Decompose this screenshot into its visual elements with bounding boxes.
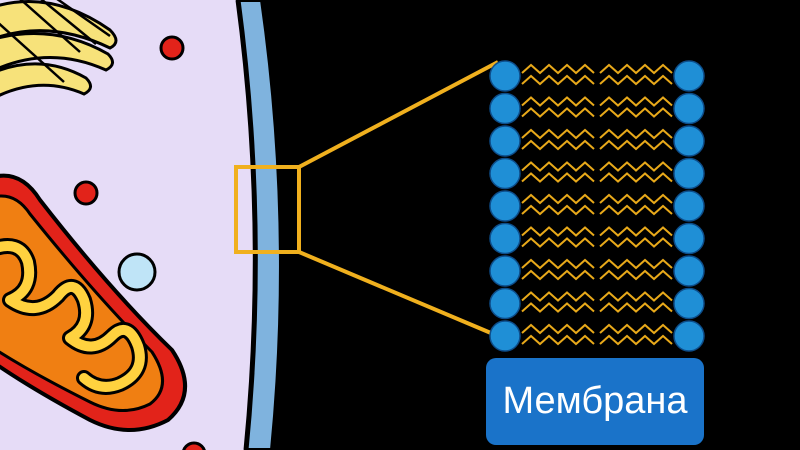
zoom-connector-bottom xyxy=(298,250,499,338)
phospholipid-head xyxy=(489,125,521,157)
lipid-tail xyxy=(599,161,673,172)
phospholipid-head xyxy=(673,287,705,320)
lipid-tail xyxy=(599,323,673,335)
lipid-tail xyxy=(521,193,595,205)
lipid-tail xyxy=(521,323,595,335)
membrane-label-text: Мембрана xyxy=(502,380,688,422)
lipid-tail xyxy=(599,204,673,216)
lipid-tail xyxy=(599,237,673,248)
lipid-tail xyxy=(599,172,673,183)
mitochondrion xyxy=(0,173,187,432)
phospholipid-head xyxy=(673,320,705,352)
lipid-tail xyxy=(599,302,673,313)
phospholipid-head xyxy=(673,222,705,255)
phospholipid-head xyxy=(673,60,705,92)
lipid-tail xyxy=(521,258,595,270)
lipid-tail xyxy=(521,172,595,183)
lipid-tail xyxy=(521,74,595,86)
phospholipid-head xyxy=(489,92,521,125)
vesicle-red xyxy=(73,180,99,206)
lipid-tail xyxy=(599,334,673,346)
lipid-tail xyxy=(599,258,673,270)
vesicle-red xyxy=(182,441,206,450)
phospholipid-head xyxy=(673,255,705,287)
lipid-tail xyxy=(599,226,673,237)
lipid-tail xyxy=(599,74,673,86)
lipid-tail xyxy=(521,226,595,237)
phospholipid-head xyxy=(673,190,705,222)
lipid-tail xyxy=(599,63,673,75)
vesicle-blue xyxy=(117,252,157,292)
lipid-tail xyxy=(521,63,595,75)
lipid-tail xyxy=(599,269,673,281)
lipid-tail xyxy=(599,139,673,151)
lipid-tail xyxy=(599,107,673,118)
vesicle-red xyxy=(159,35,185,61)
membrane-label: Мембрана xyxy=(486,358,704,445)
zoom-connector-top xyxy=(298,60,499,169)
phospholipid-head xyxy=(673,92,705,125)
phospholipid-head xyxy=(489,255,521,287)
phospholipid-head xyxy=(489,222,521,255)
lipid-tail xyxy=(599,291,673,302)
lipid-tail xyxy=(521,128,595,140)
zoom-highlight-box xyxy=(234,165,301,254)
phospholipid-head xyxy=(489,157,521,190)
phospholipid-head xyxy=(489,190,521,222)
lipid-tail xyxy=(521,204,595,216)
phospholipid-head xyxy=(673,157,705,190)
lipid-tail xyxy=(521,291,595,302)
phospholipid-head xyxy=(489,287,521,320)
lipid-tail xyxy=(521,334,595,346)
lipid-tail xyxy=(521,107,595,118)
golgi-apparatus xyxy=(0,0,118,97)
lipid-tail xyxy=(599,96,673,107)
lipid-tail xyxy=(521,237,595,248)
lipid-tail xyxy=(521,139,595,151)
lipid-tail xyxy=(599,128,673,140)
phospholipid-head xyxy=(489,60,521,92)
lipid-tail xyxy=(599,193,673,205)
phospholipid-head xyxy=(489,320,521,352)
lipid-tail xyxy=(521,269,595,281)
lipid-tail xyxy=(521,161,595,172)
cell-membrane-inner-edge xyxy=(235,0,258,450)
lipid-tail xyxy=(521,96,595,107)
phospholipid-bilayer xyxy=(489,60,705,352)
phospholipid-head xyxy=(673,125,705,157)
lipid-tail xyxy=(521,302,595,313)
